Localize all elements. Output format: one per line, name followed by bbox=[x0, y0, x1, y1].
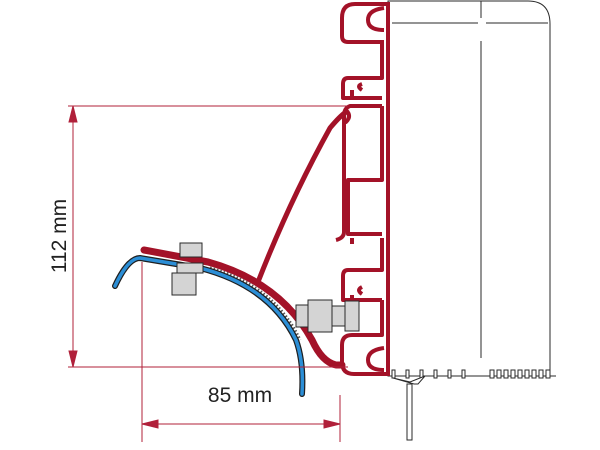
width-dimension-label: 85 mm bbox=[208, 384, 272, 407]
vehicle-roof-profile bbox=[112, 254, 306, 397]
awning-housing bbox=[387, 0, 551, 377]
adapter-bracket bbox=[140, 108, 351, 369]
height-dimension-label: 112 mm bbox=[48, 199, 71, 273]
bolt-side bbox=[295, 299, 360, 333]
vehicle-roof-profile-fill bbox=[113, 256, 305, 396]
awning-bottom-clips bbox=[391, 369, 556, 441]
bolt-top bbox=[171, 242, 204, 296]
dimension-lines bbox=[68, 105, 348, 442]
